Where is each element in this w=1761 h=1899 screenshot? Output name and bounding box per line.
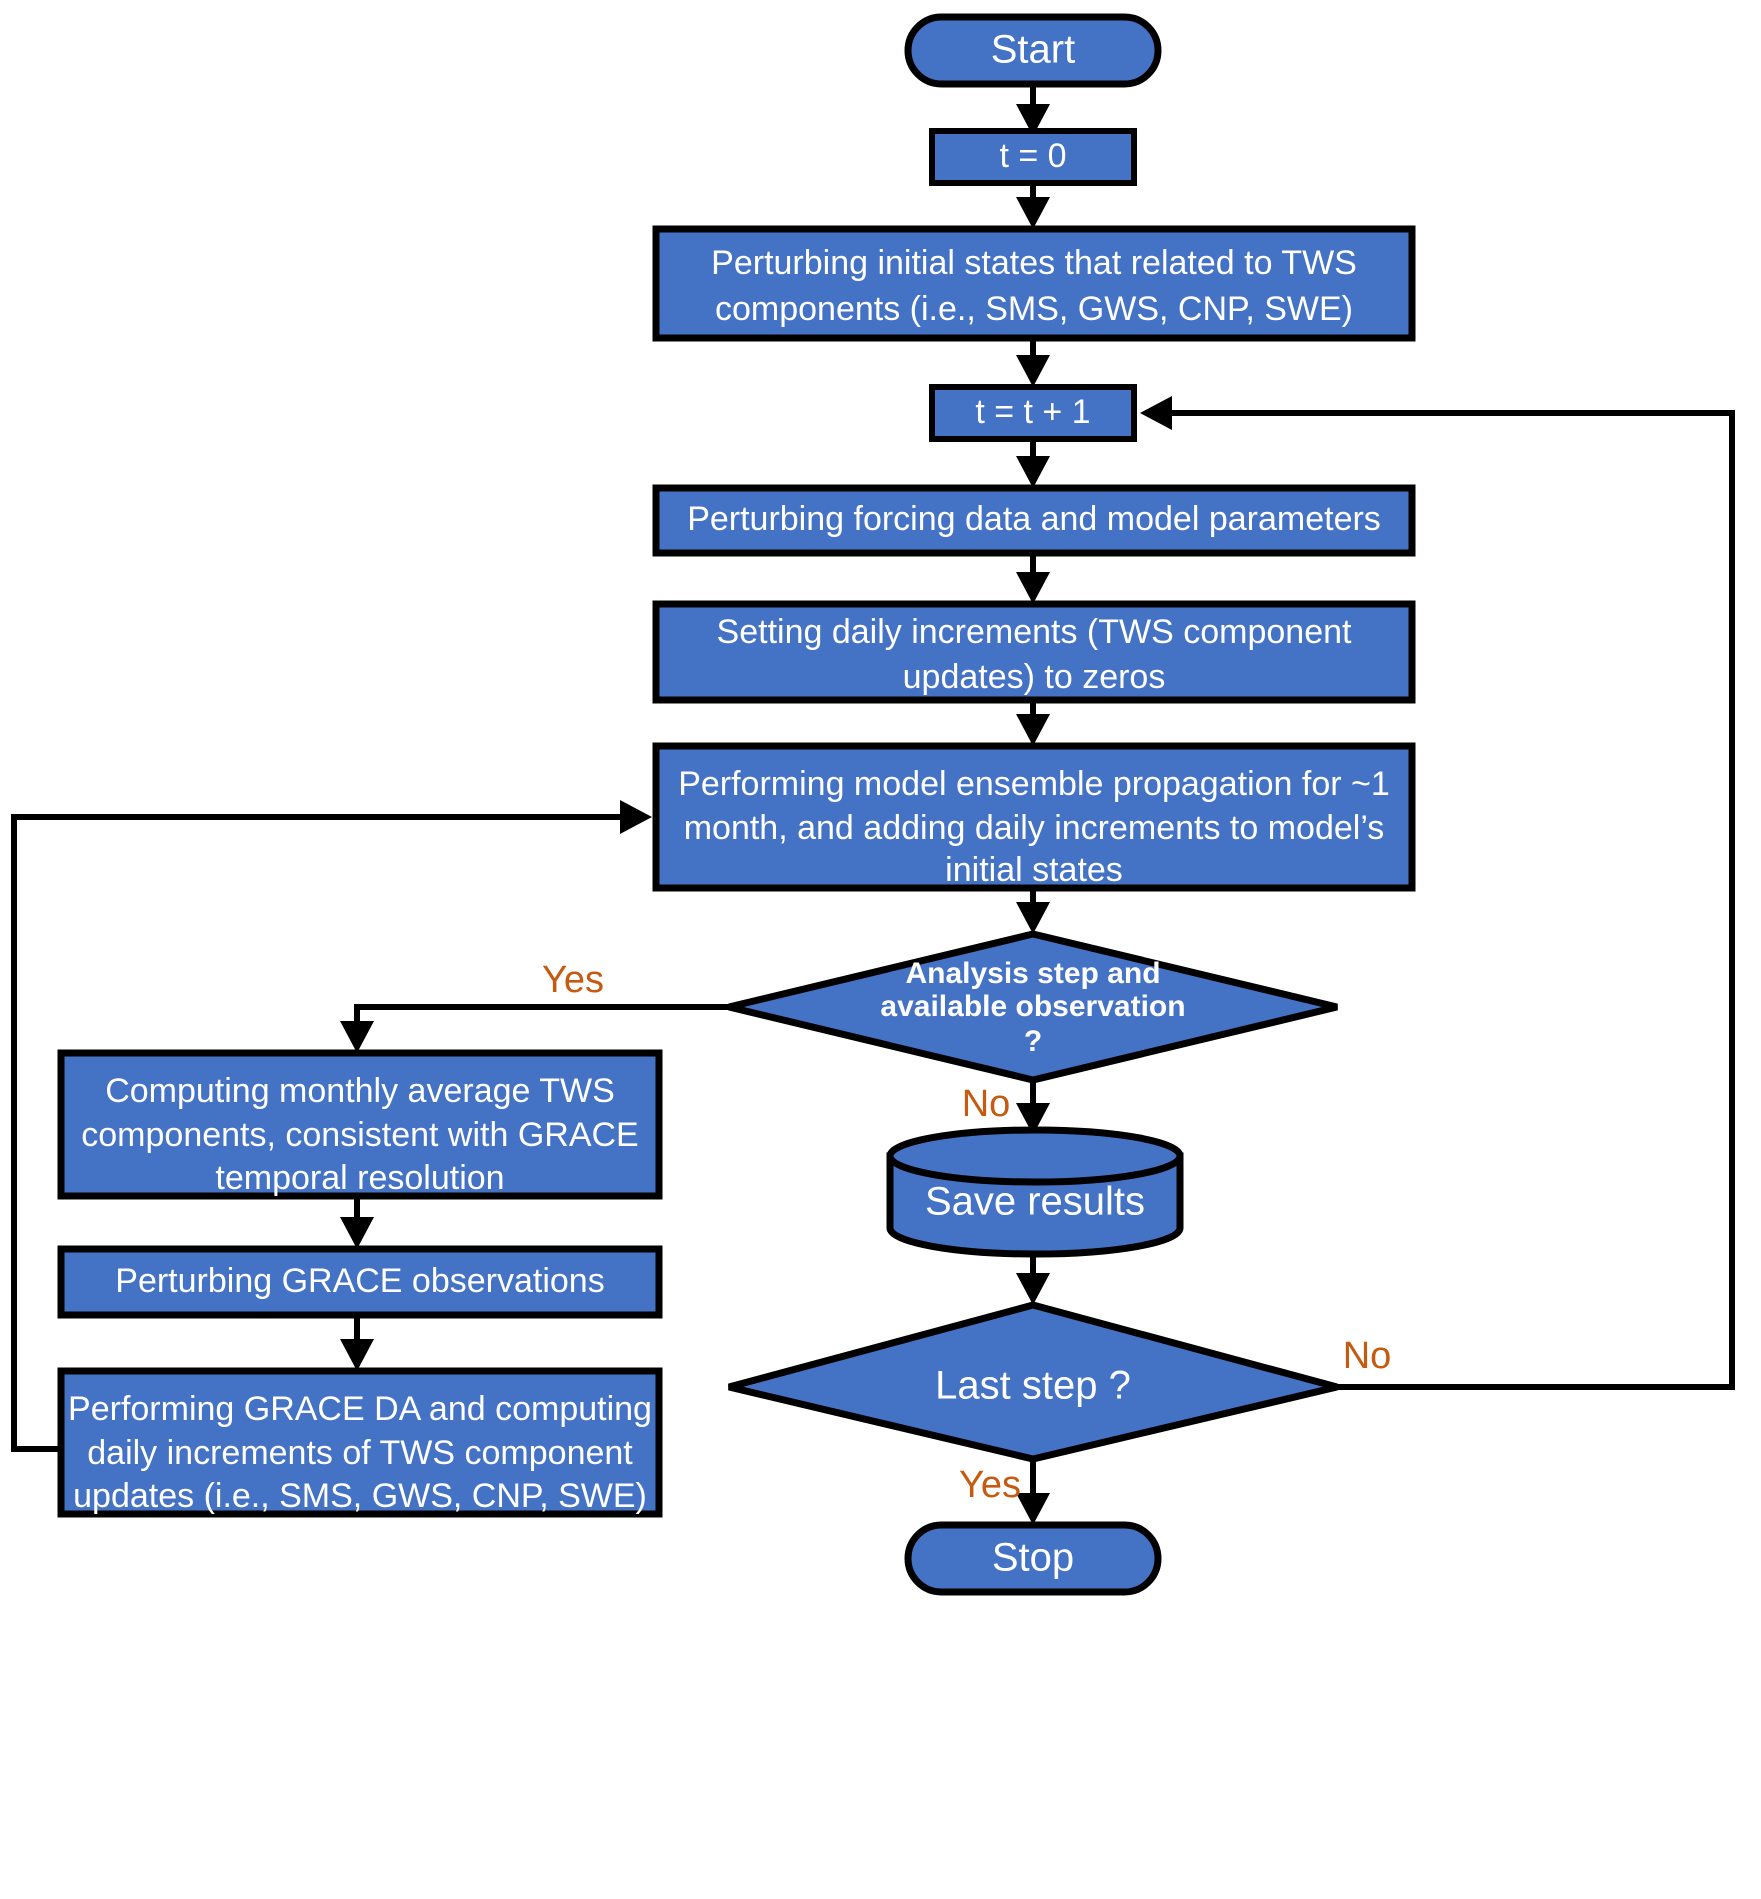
edge-label-last-no: No [1343, 1335, 1392, 1377]
edge-analysis-no-to-saveresults [1016, 1080, 1050, 1135]
node-propagate-line3: initial states [945, 851, 1123, 889]
node-grace-da-line3: updates (i.e., SMS, GWS, CNP, SWE) [73, 1477, 647, 1515]
edge-perturbinitial-to-tincrement [1016, 338, 1050, 387]
edge-tincrement-to-perturbforcing [1016, 439, 1050, 488]
edge-labels-group: Yes No No Yes [542, 959, 1391, 1506]
node-save-results-label: Save results [925, 1180, 1145, 1224]
edge-last-yes-to-stop [1016, 1459, 1050, 1525]
node-set-zero-line2: updates) to zeros [903, 658, 1166, 696]
node-set-zero[interactable]: Setting daily increments (TWS component … [652, 600, 1416, 704]
edge-label-analysis-no: No [962, 1083, 1011, 1125]
edge-computemonthly-to-perturbgrace [340, 1196, 374, 1249]
node-set-zero-line1: Setting daily increments (TWS component [717, 613, 1352, 651]
edge-propagate-to-decisionanalysis [1016, 888, 1050, 934]
node-stop-label: Stop [992, 1536, 1074, 1580]
node-t-init[interactable]: t = 0 [929, 128, 1137, 186]
node-grace-da-line2: daily increments of TWS component [87, 1434, 633, 1472]
node-compute-monthly-line2: components, consistent with GRACE [81, 1116, 638, 1154]
node-stop[interactable]: Stop [904, 1521, 1162, 1596]
t-increment-var2: t [1024, 393, 1034, 431]
t-init-var: t [999, 137, 1009, 175]
node-propagate-line2: month, and adding daily increments to mo… [684, 809, 1385, 847]
node-perturb-grace[interactable]: Perturbing GRACE observations [57, 1245, 663, 1319]
node-save-results[interactable]: Save results [886, 1126, 1184, 1258]
node-propagate-line1: Performing model ensemble propagation fo… [678, 765, 1390, 803]
node-start[interactable]: Start [904, 13, 1162, 88]
edge-perturbforcing-to-setzero [1016, 553, 1050, 604]
edge-start-to-tinit [1016, 84, 1050, 136]
node-grace-da[interactable]: Performing GRACE DA and computing daily … [57, 1367, 663, 1518]
edges-group [11, 84, 1735, 1525]
node-propagate[interactable]: Performing model ensemble propagation fo… [652, 742, 1416, 892]
node-compute-monthly-line1: Computing monthly average TWS [105, 1072, 615, 1110]
t-increment-var1: t [975, 393, 985, 431]
t-increment-rest2: + 1 [1033, 393, 1091, 431]
node-perturb-forcing[interactable]: Perturbing forcing data and model parame… [652, 484, 1416, 557]
node-t-increment-label: t = t + 1 [975, 393, 1090, 431]
node-grace-da-line1: Performing GRACE DA and computing [68, 1390, 652, 1428]
edge-saveresults-to-decisionlast [1016, 1253, 1050, 1305]
node-perturb-forcing-line1: Perturbing forcing data and model parame… [687, 500, 1381, 538]
edge-analysis-yes-to-computemonthly [340, 1004, 868, 1053]
edge-tinit-to-perturbinitial [1016, 183, 1050, 229]
node-perturb-initial-line1: Perturbing initial states that related t… [711, 244, 1357, 282]
edge-label-last-yes: Yes [959, 1464, 1021, 1506]
node-start-label: Start [991, 28, 1075, 72]
node-decision-last[interactable]: Last step ? [728, 1301, 1338, 1463]
node-decision-analysis[interactable]: Analysis step and available observation … [728, 930, 1338, 1084]
edge-last-no-to-tincrement-loop [1140, 396, 1735, 1390]
edge-perturbgrace-to-graceda [340, 1315, 374, 1371]
node-t-increment[interactable]: t = t + 1 [929, 384, 1137, 442]
t-init-rest: = 0 [1009, 137, 1067, 175]
node-t-init-label: t = 0 [999, 137, 1066, 175]
node-decision-analysis-line1: Analysis step and [905, 957, 1160, 990]
node-decision-analysis-line2: available observation [880, 990, 1185, 1023]
edge-graceda-to-propagate-loop [11, 800, 652, 1452]
node-compute-monthly-line3: temporal resolution [215, 1159, 504, 1197]
node-perturb-initial-line2: components (i.e., SMS, GWS, CNP, SWE) [715, 290, 1353, 328]
t-increment-rest1: = [985, 393, 1024, 431]
node-perturb-initial-states[interactable]: Perturbing initial states that related t… [652, 225, 1416, 342]
node-compute-monthly[interactable]: Computing monthly average TWS components… [57, 1049, 663, 1200]
node-decision-analysis-line3: ? [1024, 1025, 1042, 1058]
edge-setzero-to-propagate [1016, 700, 1050, 746]
node-decision-last-label: Last step ? [935, 1364, 1131, 1408]
node-perturb-grace-line1: Perturbing GRACE observations [115, 1262, 604, 1300]
edge-label-analysis-yes: Yes [542, 959, 604, 1001]
